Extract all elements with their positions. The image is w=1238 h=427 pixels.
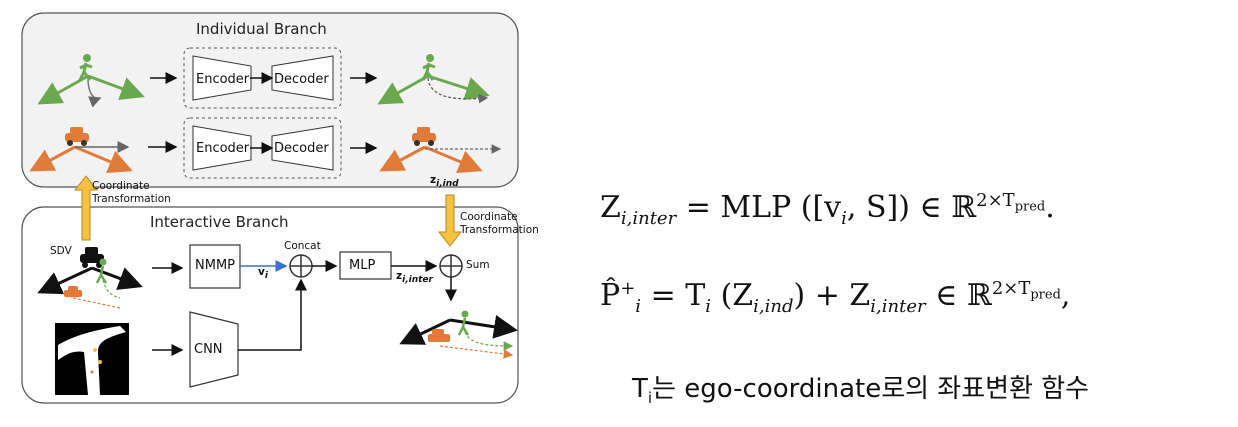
interactive-scene-icon bbox=[37, 247, 143, 309]
interactive-branch-box bbox=[21, 206, 519, 404]
individual-branch-box bbox=[21, 12, 519, 188]
nmmp-box bbox=[189, 244, 241, 289]
nmmp-label: NMMP bbox=[195, 258, 235, 273]
caption: Ti는 ego-coordinate로의 좌표변환 함수 bbox=[632, 374, 1090, 408]
car-input-icon bbox=[29, 127, 133, 173]
mlp-label: MLP bbox=[349, 258, 376, 273]
equation-1: Zi,inter = MLP ([vi, S]) ∈ ℝ2×Tpred. bbox=[600, 190, 1055, 229]
output-scene-icon bbox=[399, 310, 518, 359]
coordinate-transform-label-right: Coordinate Transformation bbox=[460, 211, 539, 236]
sdv-label: SDV bbox=[50, 245, 72, 257]
coordinate-transform-arrow-left bbox=[73, 175, 99, 241]
individual-branch-title: Individual Branch bbox=[196, 20, 327, 38]
z-inter-label: zi,inter bbox=[396, 270, 433, 286]
encoder-label-bottom: Encoder bbox=[196, 141, 250, 156]
cnn-shape bbox=[189, 311, 239, 388]
decoder-label-bottom: Decoder bbox=[274, 141, 329, 156]
encoder-label-top: Encoder bbox=[196, 72, 250, 87]
mlp-box bbox=[339, 251, 392, 280]
concat-label: Concat bbox=[284, 240, 321, 252]
pedestrian-input-icon bbox=[37, 54, 145, 108]
decoder-label-top: Decoder bbox=[274, 72, 329, 87]
v-label: vi bbox=[258, 266, 268, 282]
map-image bbox=[55, 323, 129, 395]
arrow bbox=[238, 278, 307, 351]
sum-label: Sum bbox=[466, 259, 490, 271]
coordinate-transform-arrow-right bbox=[437, 194, 463, 247]
equation-2: P̂+i = Ti (Zi,ind) + Zi,inter ∈ ℝ2×Tpred… bbox=[600, 278, 1071, 317]
car-output-icon bbox=[379, 127, 502, 173]
pedestrian-output-icon bbox=[377, 54, 490, 105]
interactive-branch-title: Interactive Branch bbox=[150, 213, 289, 231]
encdec-box-bottom bbox=[183, 117, 342, 179]
coordinate-transform-label-left: Coordinate Transformation bbox=[92, 180, 171, 205]
encoder-shape-top bbox=[192, 55, 252, 101]
encdec-box-top bbox=[183, 47, 342, 109]
cnn-label: CNN bbox=[194, 342, 223, 357]
encoder-shape-bottom bbox=[192, 125, 252, 171]
z-ind-label: zi,ind bbox=[430, 174, 459, 190]
